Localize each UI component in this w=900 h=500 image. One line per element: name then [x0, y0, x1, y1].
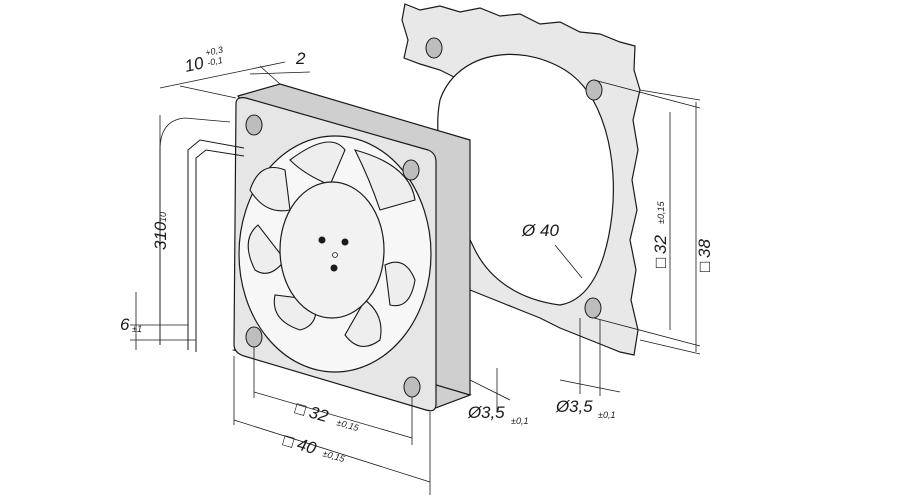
dim-hole-spacing-tol: ±0,15: [335, 417, 360, 433]
fan-blade-3: [249, 166, 291, 212]
gasket-hole-top-right: [585, 79, 603, 101]
gasket-hole-bottom-right: [584, 297, 602, 319]
dim-gasket-spacing-tol: ±0,15: [656, 201, 666, 224]
dim-gasket-hole-value: 3,5: [569, 397, 593, 416]
fan-hole-top-left: [245, 114, 263, 136]
dim-depth-tol-lower: -0,1: [206, 55, 223, 68]
dim-fan-hole-value: 3,5: [481, 403, 505, 422]
dim-depth-tol-upper: +0,3: [204, 44, 223, 57]
fan-hole-top-right: [402, 159, 420, 181]
dim-lead-strip-tol: ±1: [132, 324, 142, 334]
fan-hole-bottom-left: [245, 326, 263, 348]
dim-gasket-spacing-value: 32: [651, 235, 670, 254]
dimension-lines: [130, 61, 701, 495]
fan-blade-4: [247, 224, 286, 274]
fan-blade-7: [384, 261, 416, 307]
dim-cable-tol: 10: [158, 212, 168, 222]
fan-hub: [279, 181, 385, 319]
gasket: [401, 3, 641, 356]
fan-body: [231, 83, 472, 412]
dim-gasket-opening-value: 40: [540, 221, 559, 240]
dim-hole-spacing-value: 32: [307, 403, 331, 427]
hub-dot-4: [332, 252, 338, 258]
dim-frame-size-tol: ±0,15: [321, 448, 346, 464]
dim-frame-size-prefix: □: [281, 431, 296, 452]
dim-lead-strip: 6: [120, 315, 130, 334]
cable: [159, 117, 245, 352]
fan-blade-2: [353, 149, 416, 211]
hub-dot-3: [330, 264, 338, 272]
dim-hole-spacing-prefix: □: [293, 399, 308, 420]
dim-gasket-hole-prefix: Ø: [555, 397, 571, 416]
dim-frame-offset: 2: [295, 49, 306, 68]
fan-hole-bottom-right: [403, 376, 421, 398]
fan-blade-1: [289, 141, 346, 186]
dim-gasket-opening-prefix: Ø: [521, 221, 537, 240]
dim-gasket-size-prefix: □: [695, 262, 714, 272]
dim-depth-value: 10: [183, 53, 206, 76]
dim-gasket-size-value: 38: [695, 239, 714, 258]
hub-dot-1: [318, 236, 326, 244]
cable-wire-1: [187, 139, 245, 350]
gasket-hole-top-left: [425, 37, 443, 59]
fan-blade-6: [344, 299, 382, 347]
dim-fan-hole-tol: ±0,1: [511, 416, 528, 426]
dim-fan-hole-prefix: Ø: [467, 403, 483, 422]
hub-dot-2: [341, 238, 349, 246]
dim-gasket-spacing-prefix: □: [651, 258, 670, 268]
dim-cable-length: 310: [151, 221, 170, 250]
cable-wire-2: [195, 149, 245, 352]
dim-gasket-hole-tol: ±0,1: [598, 410, 615, 420]
dim-frame-size-value: 40: [295, 435, 319, 459]
